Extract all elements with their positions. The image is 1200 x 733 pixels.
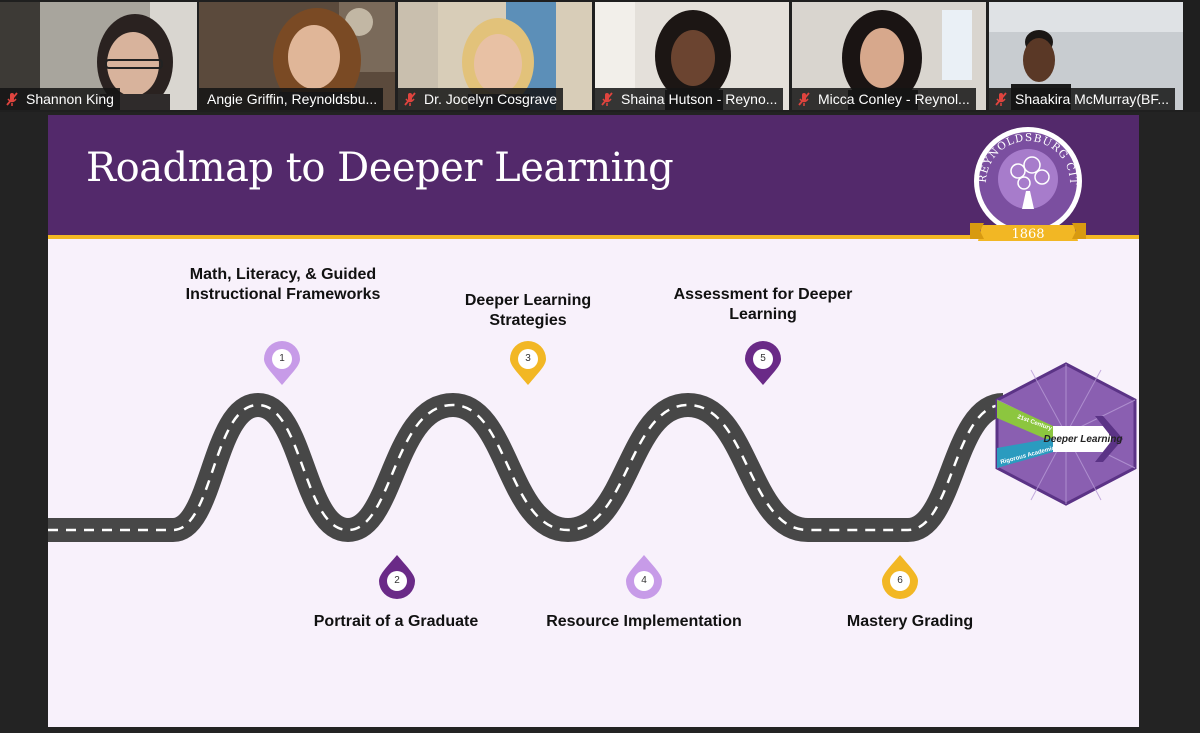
goal-title: Deeper Learning <box>1044 434 1123 445</box>
participant-name-bar: Micca Conley - Reynol... <box>792 88 976 110</box>
participant-strip: Shannon King Angie Griffin, Reynoldsbu..… <box>0 0 1200 112</box>
step-5-label: Assessment for Deeper Learning <box>673 286 853 323</box>
shared-slide: Roadmap to Deeper Learning REYNOLDSBURG … <box>48 115 1139 727</box>
mic-muted-icon <box>601 92 613 106</box>
participant-name: Dr. Jocelyn Cosgrave <box>424 91 558 107</box>
step-5-marker: 5 <box>743 339 783 387</box>
step-6-label: Mastery Grading <box>846 613 974 630</box>
step-3-label: Deeper Learning Strategies <box>464 292 592 329</box>
participant-name: Angie Griffin, Reynoldsbu... <box>207 91 378 107</box>
participant-name-bar: Shaina Hutson - Reyno... <box>595 88 784 110</box>
step-number: 2 <box>387 571 407 591</box>
step-6-marker: 6 <box>880 553 920 601</box>
participant-tile[interactable]: Dr. Jocelyn Cosgrave <box>398 2 592 110</box>
header-accent-line <box>48 235 1139 239</box>
slide-title: Roadmap to Deeper Learning <box>86 145 674 191</box>
participant-name: Shannon King <box>26 91 114 107</box>
participant-tile[interactable]: Micca Conley - Reynol... <box>792 2 986 110</box>
step-2-label: Portrait of a Graduate <box>313 613 479 630</box>
step-number: 5 <box>753 349 773 369</box>
mic-muted-icon <box>798 92 810 106</box>
step-1-marker: 1 <box>262 339 302 387</box>
participant-tile-active-speaker[interactable]: Angie Griffin, Reynoldsbu... <box>199 2 395 110</box>
step-2-marker: 2 <box>377 553 417 601</box>
winding-road <box>48 393 1005 543</box>
video-feed <box>989 2 1183 110</box>
slide-header <box>48 115 1139 235</box>
participant-tile[interactable]: Shaina Hutson - Reyno... <box>595 2 789 110</box>
step-1-label: Math, Literacy, & Guided Instructional F… <box>185 266 381 303</box>
participant-name-bar: Shaakira McMurray(BF... <box>989 88 1176 110</box>
participant-name-bar: Shannon King <box>0 88 120 110</box>
seal-year: 1868 <box>1011 227 1044 242</box>
participant-tile[interactable]: Shannon King <box>0 2 197 110</box>
participant-name-bar: Dr. Jocelyn Cosgrave <box>398 88 564 110</box>
step-4-marker: 4 <box>624 553 664 601</box>
video-feed <box>0 2 197 110</box>
district-seal-logo: REYNOLDSBURG CITY SCHOOLS 1868 <box>966 121 1086 242</box>
step-4-label: Resource Implementation <box>546 613 742 630</box>
participant-name: Shaakira McMurray(BF... <box>1015 91 1170 107</box>
mic-muted-icon <box>404 92 416 106</box>
step-number: 3 <box>518 349 538 369</box>
step-3-marker: 3 <box>508 339 548 387</box>
participant-name: Micca Conley - Reynol... <box>818 91 970 107</box>
step-number: 1 <box>272 349 292 369</box>
step-number: 4 <box>634 571 654 591</box>
participant-name-bar: Angie Griffin, Reynoldsbu... <box>199 88 384 110</box>
step-number: 6 <box>890 571 910 591</box>
mic-muted-icon <box>995 92 1007 106</box>
mic-muted-icon <box>6 92 18 106</box>
participant-tile[interactable]: Shaakira McMurray(BF... <box>989 2 1183 110</box>
deeper-learning-goal-graphic: 21st Century Skills Rigorous Academic Co… <box>995 362 1137 506</box>
participant-name: Shaina Hutson - Reyno... <box>621 91 778 107</box>
